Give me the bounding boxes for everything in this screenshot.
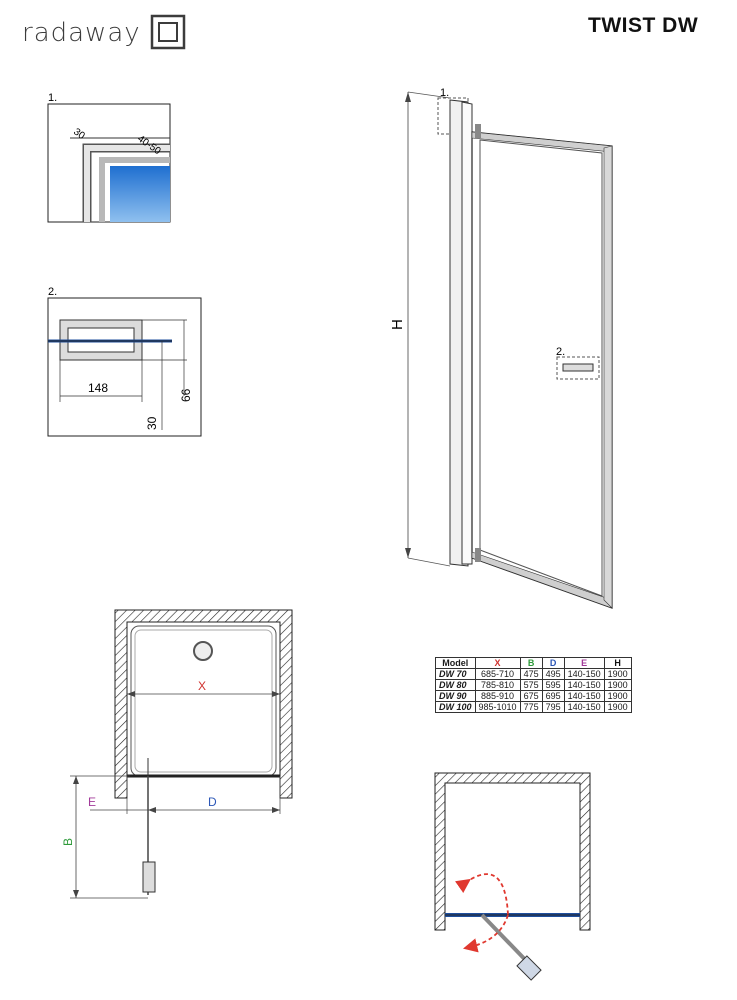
door-elevation: 1. H 2. (389, 87, 613, 609)
cell-b: 675 (519, 690, 543, 702)
cell-e: 140-150 (563, 668, 605, 680)
spec-table: Model X B D E H DW 70 685-710 475 495 14… (435, 657, 632, 713)
col-d: D (541, 657, 565, 669)
cell-d: 795 (541, 701, 565, 713)
detail-2-handle: 2. 148 66 30 (47, 286, 202, 437)
cell-h: 1900 (603, 679, 632, 691)
plan-x-label: X (198, 679, 206, 693)
cell-model: DW 100 (435, 701, 476, 713)
table-row: DW 90 885-910 675 695 140-150 1900 (435, 690, 632, 702)
plan-e-label: E (88, 795, 96, 809)
detail-1-marker: 1. (48, 92, 57, 104)
model-title: TWIST DW (588, 14, 699, 37)
cell-d: 495 (541, 668, 565, 680)
cell-x: 985-1010 (474, 701, 521, 713)
cell-d: 595 (541, 679, 565, 691)
spec-header-row: Model X B D E H (435, 657, 632, 669)
cell-h: 1900 (603, 668, 632, 680)
cell-x: 685-710 (474, 668, 521, 680)
table-row: DW 100 985-1010 775 795 140-150 1900 (435, 701, 632, 713)
brand-logo-text: radaway (22, 18, 141, 48)
table-row: DW 70 685-710 475 495 140-150 1900 (435, 668, 632, 680)
detail-1-corner: 1. 30 40-50 (47, 92, 171, 223)
cell-e: 140-150 (563, 701, 605, 713)
cell-b: 475 (519, 668, 543, 680)
cell-model: DW 70 (435, 668, 476, 680)
col-x: X (474, 657, 521, 669)
cell-x: 885-910 (474, 690, 521, 702)
floor-plan: X B E D (61, 609, 293, 899)
col-model: Model (435, 657, 476, 669)
table-row: DW 80 785-810 575 595 140-150 1900 (435, 679, 632, 691)
cell-b: 775 (519, 701, 543, 713)
swing-diagram (434, 772, 591, 981)
col-e: E (563, 657, 605, 669)
plan-d-label: D (208, 795, 217, 809)
plan-b-label: B (61, 838, 75, 846)
brand-logo-icon (150, 14, 186, 50)
cell-model: DW 90 (435, 690, 476, 702)
door-marker-1: 1. (440, 87, 449, 99)
door-height-label: H (389, 319, 406, 330)
detail-2-depth: 30 (145, 416, 159, 430)
detail-2-height: 66 (179, 388, 193, 402)
cell-e: 140-150 (563, 679, 605, 691)
cell-e: 140-150 (563, 690, 605, 702)
door-marker-2: 2. (556, 346, 565, 358)
cell-model: DW 80 (435, 679, 476, 691)
col-h: H (603, 657, 632, 669)
cell-b: 575 (519, 679, 543, 691)
detail-2-width: 148 (88, 381, 108, 395)
cell-h: 1900 (603, 701, 632, 713)
col-b: B (519, 657, 543, 669)
detail-2-marker: 2. (48, 286, 57, 298)
cell-x: 785-810 (474, 679, 521, 691)
cell-d: 695 (541, 690, 565, 702)
cell-h: 1900 (603, 690, 632, 702)
